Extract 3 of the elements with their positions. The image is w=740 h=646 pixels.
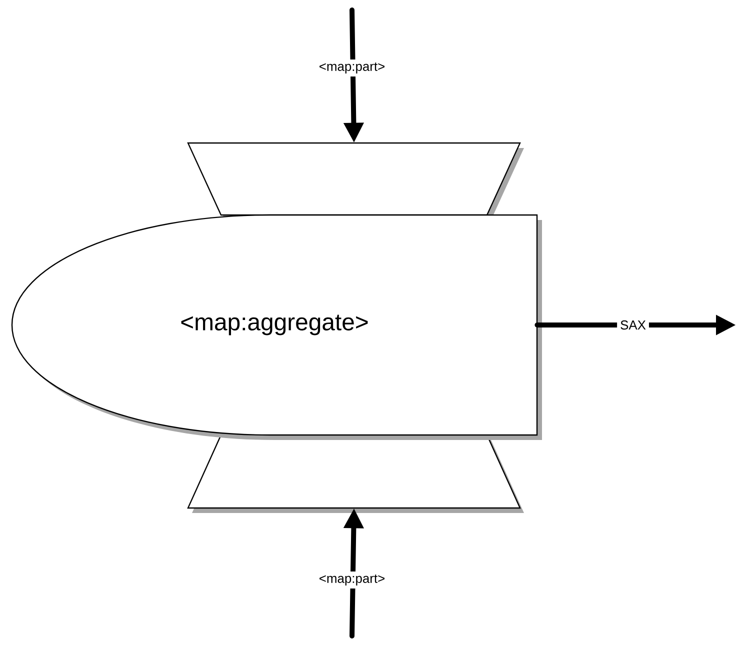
edge-label: SAX — [617, 317, 649, 333]
edge-label: <map:part> — [316, 59, 388, 77]
edge-label: <map:part> — [316, 571, 388, 589]
